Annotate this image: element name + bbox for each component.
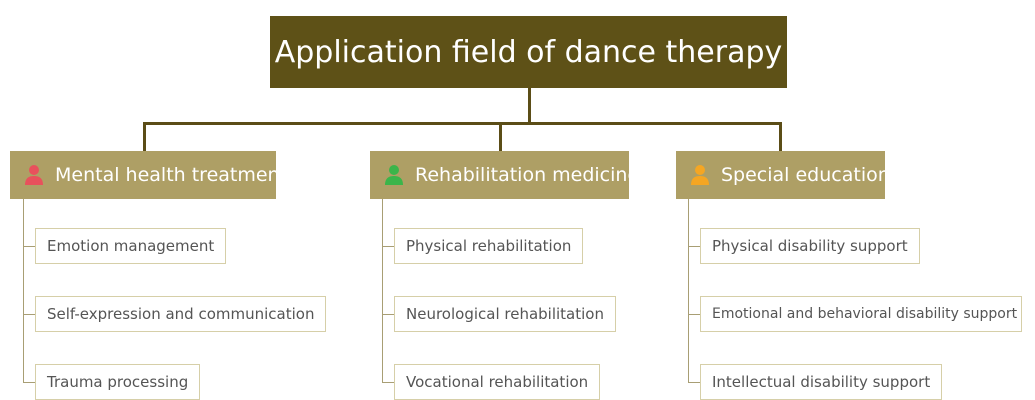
leaf-label: Emotional and behavioral disability supp…: [712, 306, 1018, 322]
branch-rehabilitation: Rehabilitation medicine: [370, 151, 639, 199]
branch-label: Special education: [721, 164, 890, 186]
branch-connector-mental: [143, 122, 146, 151]
branch-trunk: [23, 199, 24, 383]
leaf-label: Physical disability support: [712, 237, 908, 255]
leaf-tick: [382, 314, 395, 315]
person-icon: [691, 165, 709, 185]
leaf-tick: [688, 246, 701, 247]
root-title: Application field of dance therapy: [274, 34, 783, 70]
leaf-emotional-behavioral-support: Emotional and behavioral disability supp…: [700, 296, 1023, 332]
leaf-self-expression: Self-expression and communication: [35, 296, 327, 332]
leaf-label: Neurological rehabilitation: [406, 305, 604, 323]
branch-connector-special: [779, 122, 782, 151]
branch-label: Rehabilitation medicine: [415, 164, 640, 186]
leaf-label: Vocational rehabilitation: [406, 373, 589, 391]
leaf-emotion-management: Emotion management: [35, 228, 227, 264]
leaf-label: Intellectual disability support: [712, 373, 931, 391]
root-node: Application field of dance therapy: [270, 16, 787, 88]
branch-mental-health: Mental health treatment: [10, 151, 287, 199]
leaf-physical-disability-support: Physical disability support: [700, 228, 920, 264]
branch-trunk: [382, 199, 383, 383]
branch-trunk: [688, 199, 689, 383]
leaf-tick: [23, 246, 36, 247]
leaf-label: Emotion management: [47, 237, 215, 255]
leaf-tick: [688, 382, 701, 383]
leaf-physical-rehabilitation: Physical rehabilitation: [394, 228, 584, 264]
leaf-vocational-rehabilitation: Vocational rehabilitation: [394, 364, 601, 400]
leaf-label: Self-expression and communication: [47, 305, 315, 323]
leaf-tick: [382, 246, 395, 247]
leaf-neurological-rehabilitation: Neurological rehabilitation: [394, 296, 616, 332]
branch-special-education: Special education: [676, 151, 890, 199]
person-icon: [385, 165, 403, 185]
leaf-tick: [688, 314, 701, 315]
leaf-label: Physical rehabilitation: [406, 237, 572, 255]
horizontal-connector: [143, 122, 782, 125]
leaf-trauma-processing: Trauma processing: [35, 364, 201, 400]
leaf-tick: [23, 314, 36, 315]
root-connector: [528, 88, 531, 123]
branch-connector-rehab: [499, 122, 502, 151]
person-icon: [25, 165, 43, 185]
leaf-intellectual-disability-support: Intellectual disability support: [700, 364, 943, 400]
branch-label: Mental health treatment: [55, 164, 288, 186]
leaf-tick: [23, 382, 36, 383]
leaf-tick: [382, 382, 395, 383]
leaf-label: Trauma processing: [47, 373, 189, 391]
